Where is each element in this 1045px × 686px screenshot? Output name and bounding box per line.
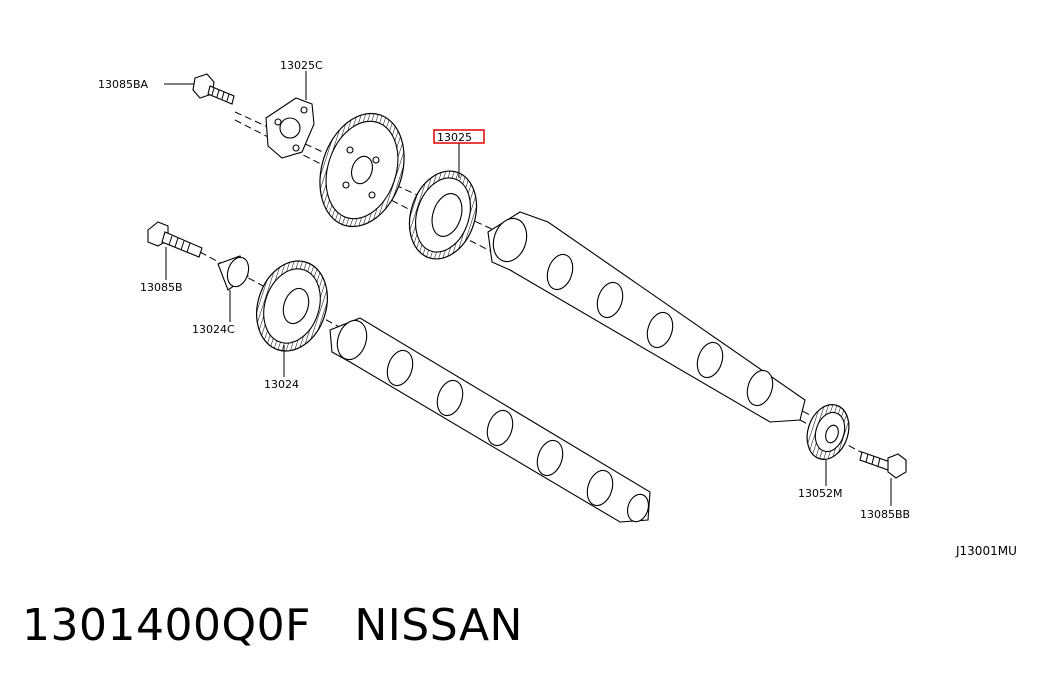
label-bolt-upper: 13085BA	[98, 78, 149, 91]
part-number: 1301400Q0F	[22, 600, 311, 651]
brand-name: NISSAN	[354, 600, 523, 651]
gear-13024-part	[256, 260, 328, 352]
highlight-box	[433, 129, 485, 144]
label-spacer: 13024C	[192, 323, 235, 336]
right-bolt-part	[859, 451, 907, 479]
leader-lines	[164, 71, 892, 506]
lower-camshaft-part	[329, 317, 651, 523]
left-bolt-part	[147, 221, 203, 258]
label-plate: 13025C	[280, 59, 323, 72]
label-bolt-left: 13085B	[140, 281, 183, 294]
diagram-code: J13001MU	[956, 544, 1017, 558]
label-gear-left: 13024	[264, 378, 299, 391]
plate-part	[265, 97, 315, 159]
upper-camshaft-part	[487, 211, 806, 423]
gear-13052m-part	[806, 404, 850, 460]
sprocket-13025-part	[408, 170, 478, 260]
label-gear-right: 13052M	[798, 487, 842, 500]
label-sprocket-highlighted: 13025	[437, 131, 472, 144]
large-sprocket-part	[319, 112, 405, 228]
part-caption: 1301400Q0F NISSAN	[22, 600, 523, 651]
spacer-part	[217, 255, 250, 291]
label-bolt-right: 13085BB	[860, 508, 910, 521]
upper-bolt-part	[192, 73, 235, 105]
